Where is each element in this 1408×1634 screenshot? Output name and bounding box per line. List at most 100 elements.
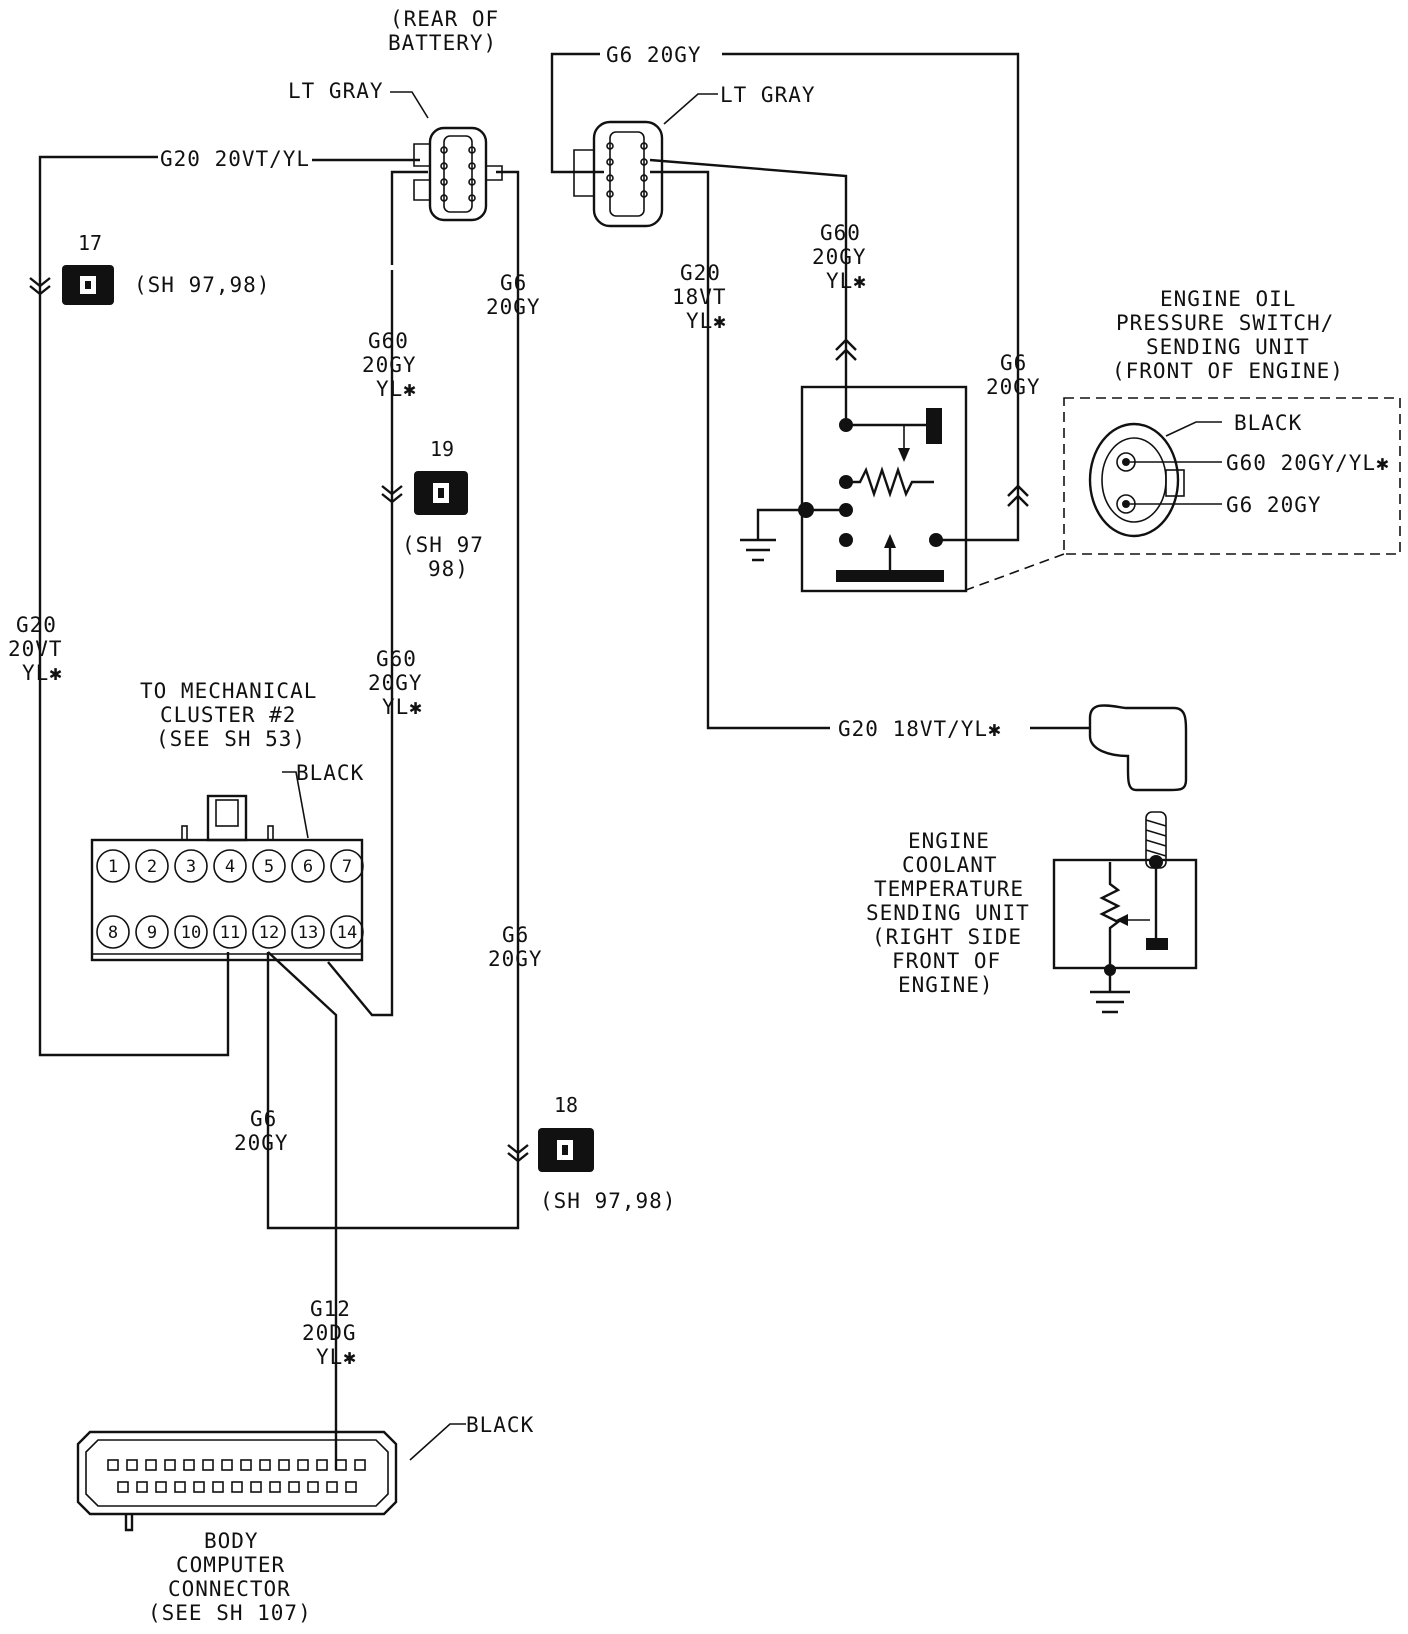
- cluster-pin-label: 6: [303, 857, 313, 877]
- body-connector-cavity: [345, 1481, 357, 1493]
- label-coolant-6: FRONT OF: [892, 949, 1001, 973]
- label-g6-c2: 20GY: [488, 947, 543, 971]
- cluster-pin: [213, 849, 247, 883]
- body-connector-cavity: [269, 1481, 281, 1493]
- wire-g60-left: [327, 170, 428, 1017]
- splice-19-number: 19: [430, 437, 454, 461]
- label-g20-c1: G20: [16, 613, 57, 637]
- label-coolant-7: ENGINE): [898, 973, 994, 997]
- label-g6-d1: G6: [250, 1107, 277, 1131]
- wire-g12: [267, 951, 338, 1470]
- cluster-pin-label: 9: [147, 923, 157, 943]
- label-body-4: (SEE SH 107): [148, 1601, 312, 1625]
- body-connector-cavity: [297, 1459, 309, 1471]
- body-connector-cavity: [183, 1459, 195, 1471]
- battery-connector-left: [413, 126, 503, 222]
- label-rear-battery-1: (REAR OF: [390, 7, 499, 31]
- body-connector-cavity: [316, 1459, 328, 1471]
- body-connector-cavity: [202, 1459, 214, 1471]
- body-connector-cavity: [193, 1481, 205, 1493]
- label-body-2: COMPUTER: [176, 1553, 285, 1577]
- body-connector-cavity: [107, 1459, 119, 1471]
- label-coolant-2: COOLANT: [902, 853, 998, 877]
- label-g60-a1: G60: [368, 329, 409, 353]
- body-connector-cavity: [250, 1481, 262, 1493]
- label-g12-1: G12: [310, 1297, 351, 1321]
- label-oil-4: (FRONT OF ENGINE): [1112, 359, 1344, 383]
- body-connector-cavity: [117, 1481, 129, 1493]
- splice-18-ref: (SH 97,98): [540, 1189, 676, 1213]
- label-g6-c1: G6: [502, 923, 529, 947]
- label-coolant-3: TEMPERATURE: [874, 877, 1024, 901]
- cluster-pin: [135, 915, 169, 949]
- cluster-pin: [135, 849, 169, 883]
- body-connector-cavity: [288, 1481, 300, 1493]
- splice-18-number: 18: [554, 1093, 578, 1117]
- body-connector-cavity: [212, 1481, 224, 1493]
- label-oil-g60: G60 20GY/YL✱: [1226, 451, 1390, 475]
- label-g60-a2: 20GY: [362, 353, 417, 377]
- body-connector-cavity: [164, 1459, 176, 1471]
- label-black-cluster: BLACK: [296, 761, 364, 785]
- label-g60-a3: YL✱: [376, 377, 417, 401]
- splice-19-ref-1: (SH 97: [402, 533, 484, 557]
- oil-pressure-switch: [965, 397, 1401, 591]
- body-connector-cavity: [278, 1459, 290, 1471]
- label-mech-3: (SEE SH 53): [156, 727, 306, 751]
- body-connector-cavity: [221, 1459, 233, 1471]
- wires: [38, 52, 1090, 1470]
- battery-connector-right: [573, 120, 664, 228]
- label-black-oil: BLACK: [1234, 411, 1302, 435]
- cluster-pin-label: 5: [264, 857, 274, 877]
- label-rear-battery-2: BATTERY): [388, 31, 497, 55]
- cluster-pin: [330, 849, 364, 883]
- label-g20-b1: G20: [680, 261, 721, 285]
- label-oil-g6: G6 20GY: [1226, 493, 1322, 517]
- label-g6-a2: 20GY: [486, 295, 541, 319]
- cluster-pin-label: 2: [147, 857, 157, 877]
- label-g20-c2: 20VT: [8, 637, 63, 661]
- label-g6-d2: 20GY: [234, 1131, 289, 1155]
- body-connector-cavity: [155, 1481, 167, 1493]
- label-g12-3: YL✱: [316, 1345, 357, 1369]
- pressure-sender-schematic: [740, 338, 1029, 593]
- splice-17: [29, 265, 114, 305]
- label-g60-c1: G60: [376, 647, 417, 671]
- cluster-pin-label: 13: [298, 923, 318, 943]
- label-black-body: BLACK: [466, 1413, 534, 1437]
- cluster-pin-label: 10: [181, 923, 201, 943]
- label-mech-1: TO MECHANICAL: [140, 679, 317, 703]
- cluster-pin-label: 11: [220, 923, 240, 943]
- label-oil-2: PRESSURE SWITCH/: [1116, 311, 1334, 335]
- body-connector-cavity: [136, 1481, 148, 1493]
- label-g20-c3: YL✱: [22, 661, 63, 685]
- body-connector-cavity: [326, 1481, 338, 1493]
- label-g6-b2: 20GY: [986, 375, 1041, 399]
- cluster-pin: [213, 915, 247, 949]
- splice-17-number: 17: [78, 231, 102, 255]
- wire-g6-left: [266, 170, 520, 1230]
- label-g20-b3: YL✱: [686, 309, 727, 333]
- wire-g6-top: [550, 52, 604, 174]
- splice-19: [381, 471, 468, 515]
- body-connector-cavity: [307, 1481, 319, 1493]
- label-oil-3: SENDING UNIT: [1146, 335, 1310, 359]
- wire-g20-20vt: [38, 155, 230, 1057]
- label-g60-b3: YL✱: [826, 269, 867, 293]
- cluster-pin-label: 4: [225, 857, 235, 877]
- cluster-pin-label: 14: [337, 923, 357, 943]
- label-g20-bottom: G20 18VT/YL✱: [838, 717, 1002, 741]
- cluster-pin-label: 1: [108, 857, 118, 877]
- wire-g20-right: [650, 170, 830, 730]
- label-g6-top: G6 20GY: [606, 43, 702, 67]
- label-g12-2: 20DG: [302, 1321, 357, 1345]
- label-coolant-4: SENDING UNIT: [866, 901, 1030, 925]
- body-computer-connector: [76, 1430, 398, 1532]
- label-g20-b2: 18VT: [672, 285, 727, 309]
- label-g6-b1: G6: [1000, 351, 1027, 375]
- label-coolant-5: (RIGHT SIDE: [872, 925, 1022, 949]
- label-g60-b1: G60: [820, 221, 861, 245]
- cluster-pin-label: 8: [108, 923, 118, 943]
